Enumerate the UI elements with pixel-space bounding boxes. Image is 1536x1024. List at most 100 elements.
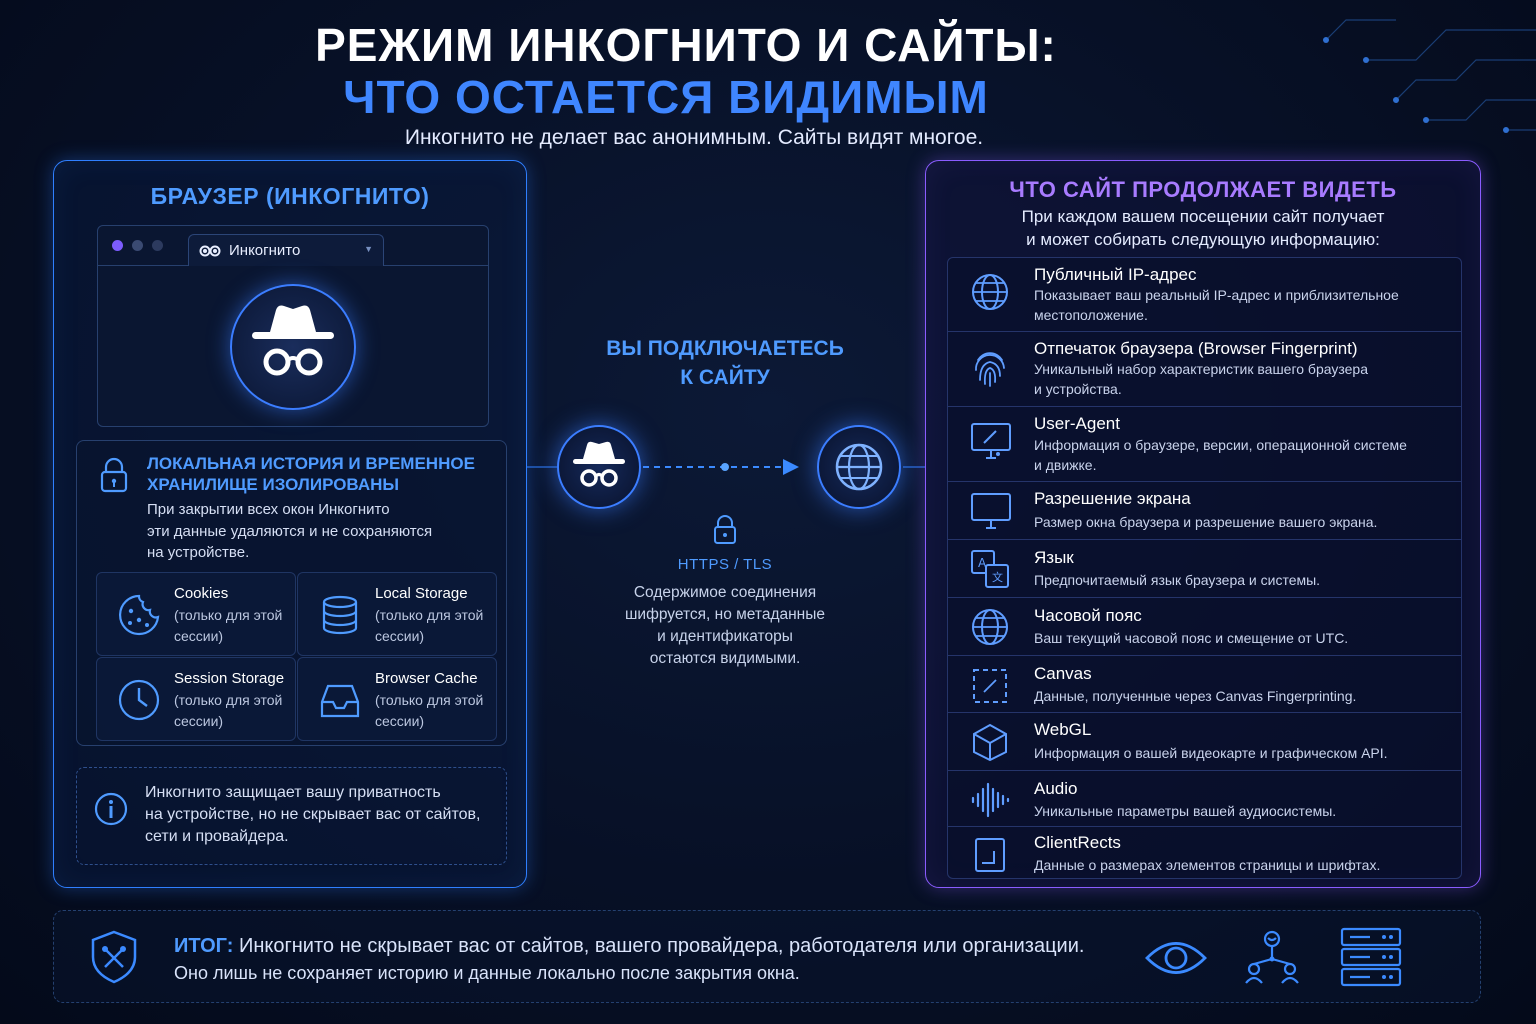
item-description: Предпочитаемый язык браузера и системы.	[1034, 570, 1439, 590]
list-item: User-Agent Информация о браузере, версии…	[948, 407, 1461, 482]
audio-wave-icon	[971, 782, 1010, 818]
canvas-icon	[973, 669, 1007, 703]
storage-card-local-storage: Local Storage (только для этой сессии)	[297, 572, 497, 656]
site-visibility-subtitle: При каждом вашем посещении сайт получает…	[926, 205, 1480, 251]
list-item: Отпечаток браузера (Browser Fingerprint)…	[948, 332, 1461, 407]
isolation-desc-line: эти данные удаляются и не сохраняются	[147, 522, 433, 540]
item-desc-line: и устройства.	[1034, 381, 1122, 397]
connection-desc-line: и идентификаторы	[657, 628, 793, 645]
item-description: Уникальные параметры вашей аудиосистемы.	[1034, 801, 1439, 821]
storage-note-line: сессии)	[174, 628, 224, 644]
item-description: Показывает ваш реальный IP-адрес и прибл…	[1034, 285, 1439, 325]
summary-line: Оно лишь не сохраняет историю и данные л…	[174, 963, 800, 983]
isolation-box: ЛОКАЛЬНАЯ ИСТОРИЯ И ВРЕМЕННОЕ ХРАНИЛИЩЕ …	[76, 440, 507, 746]
connection-title: ВЫ ПОДКЛЮЧАЕТЕСЬ К САЙТУ	[575, 334, 875, 392]
network-users-icon	[1245, 930, 1299, 984]
item-description: Ваш текущий часовой пояс и смещение от U…	[1034, 628, 1439, 648]
item-title: User-Agent	[1034, 414, 1120, 433]
storage-note-line: (только для этой	[174, 692, 283, 708]
storage-card-browser-cache: Browser Cache (только для этой сессии)	[297, 657, 497, 741]
list-item: Разрешение экрана Размер окна браузера и…	[948, 482, 1461, 540]
summary-footer: ИТОГ: Инкогнито не скрывает вас от сайто…	[53, 910, 1481, 1003]
item-title: Отпечаток браузера (Browser Fingerprint)	[1034, 339, 1358, 358]
item-desc-line: Уникальный набор характеристик вашего бр…	[1034, 361, 1368, 377]
monitor-icon	[971, 423, 1011, 459]
storage-note-line: (только для этой	[375, 692, 484, 708]
lock-icon	[100, 457, 128, 493]
storage-name: Cookies	[174, 585, 229, 602]
summary-text: Инкогнито не скрывает вас от сайтов, ваш…	[233, 935, 1085, 957]
site-visibility-subtitle-line: и может собирать следующую информацию:	[1026, 230, 1380, 249]
window-dot	[132, 240, 143, 251]
globe-icon	[972, 274, 1008, 310]
item-description: Данные о размерах элементов страницы и ш…	[1034, 855, 1439, 875]
browser-tab-bar: Инкогнито ▼	[98, 226, 488, 266]
connection-title-line: ВЫ ПОДКЛЮЧАЕТЕСЬ	[606, 337, 844, 360]
item-title: Audio	[1034, 779, 1078, 798]
storage-name: Browser Cache	[375, 670, 478, 687]
storage-note-line: сессии)	[375, 713, 425, 729]
item-title: Canvas	[1034, 664, 1092, 683]
screen-icon	[971, 493, 1011, 529]
storage-note: (только для этой сессии)	[375, 605, 495, 647]
isolation-title-line: ЛОКАЛЬНАЯ ИСТОРИЯ И ВРЕМЕННОЕ	[147, 454, 475, 473]
privacy-note-line: сети и провайдера.	[145, 828, 289, 845]
rects-icon	[975, 838, 1005, 872]
storage-card-session-storage: Session Storage (только для этой сессии)	[96, 657, 296, 741]
tls-lock-icon	[714, 515, 736, 544]
list-item: Canvas Данные, полученные через Canvas F…	[948, 656, 1461, 713]
item-title: Часовой пояс	[1034, 606, 1142, 625]
list-item: Публичный IP-адрес Показывает ваш реальн…	[948, 258, 1461, 332]
site-visibility-subtitle-line: При каждом вашем посещении сайт получает	[1021, 207, 1385, 226]
connection-desc-line: Содержимое соединения	[633, 584, 817, 601]
isolation-desc-line: При закрытии всех окон Инкогнито	[147, 501, 390, 518]
item-title: Разрешение экрана	[1034, 489, 1191, 508]
privacy-note-box: Инкогнито защищает вашу приватность на у…	[76, 767, 507, 865]
storage-note-line: сессии)	[174, 713, 224, 729]
fingerprint-icon	[975, 352, 1005, 387]
list-item: Audio Уникальные параметры вашей аудиоси…	[948, 771, 1461, 827]
page-title-accent: ЧТО ОСТАЕТСЯ ВИДИМЫМ	[343, 71, 989, 123]
item-desc-line: Данные о размерах элементов страницы и ш…	[1034, 857, 1381, 873]
timezone-globe-icon	[972, 609, 1008, 645]
server-icon	[1340, 927, 1402, 987]
browser-tab[interactable]: Инкогнито ▼	[188, 234, 384, 266]
storage-name: Session Storage	[174, 670, 285, 687]
item-desc-line: Данные, полученные через Canvas Fingerpr…	[1034, 688, 1357, 704]
svg-text:A: A	[978, 556, 987, 570]
summary-line: ИТОГ: Инкогнито не скрывает вас от сайто…	[174, 935, 1084, 958]
storage-note-line: сессии)	[375, 628, 425, 644]
database-icon	[322, 595, 358, 635]
globe-icon	[835, 443, 883, 491]
circuit-decoration	[1323, 19, 1536, 133]
list-item: Часовой пояс Ваш текущий часовой пояс и …	[948, 598, 1461, 656]
browser-panel: БРАУЗЕР (ИНКОГНИТО) Инкогнито ▼	[53, 160, 527, 888]
storage-note: (только для этой сессии)	[174, 605, 294, 647]
browser-panel-title: БРАУЗЕР (ИНКОГНИТО)	[150, 183, 430, 209]
connection-title-line: К САЙТУ	[680, 366, 770, 389]
window-dot	[152, 240, 163, 251]
connection-desc-line: шифруется, но метаданные	[625, 606, 825, 623]
eye-icon	[1145, 942, 1207, 974]
item-title: ClientRects	[1034, 833, 1121, 852]
connection-desc-line: остаются видимыми.	[649, 650, 801, 667]
chevron-down-icon: ▼	[364, 244, 373, 254]
item-description: Размер окна браузера и разрешение вашего…	[1034, 512, 1439, 532]
page-title: РЕЖИМ ИНКОГНИТО И САЙТЫ:	[315, 19, 1057, 71]
incognito-small-icon	[199, 245, 221, 256]
item-desc-line: местоположение.	[1034, 307, 1148, 323]
privacy-note-line: Инкогнито защищает вашу приватность	[145, 784, 441, 801]
isolation-title: ЛОКАЛЬНАЯ ИСТОРИЯ И ВРЕМЕННОЕ ХРАНИЛИЩЕ …	[147, 453, 487, 495]
isolation-description: При закрытии всех окон Инкогнито эти дан…	[147, 499, 467, 564]
browser-window: Инкогнито ▼	[97, 225, 489, 427]
item-description: Информация о браузере, версии, операцион…	[1034, 435, 1439, 475]
storage-note: (только для этой сессии)	[375, 690, 495, 732]
privacy-note-line: на устройстве, но не скрывает вас от сай…	[145, 806, 481, 823]
item-desc-line: Уникальные параметры вашей аудиосистемы.	[1034, 803, 1337, 819]
visible-data-list: Публичный IP-адрес Показывает ваш реальн…	[947, 257, 1462, 879]
item-desc-line: Информация о браузере, версии, операцион…	[1034, 437, 1407, 453]
item-description: Уникальный набор характеристик вашего бр…	[1034, 359, 1439, 399]
site-visibility-title: ЧТО САЙТ ПРОДОЛЖАЕТ ВИДЕТЬ	[1009, 177, 1397, 202]
list-item: ClientRects Данные о размерах элементов …	[948, 827, 1461, 880]
protocol-label: HTTPS / TLS	[677, 556, 773, 573]
